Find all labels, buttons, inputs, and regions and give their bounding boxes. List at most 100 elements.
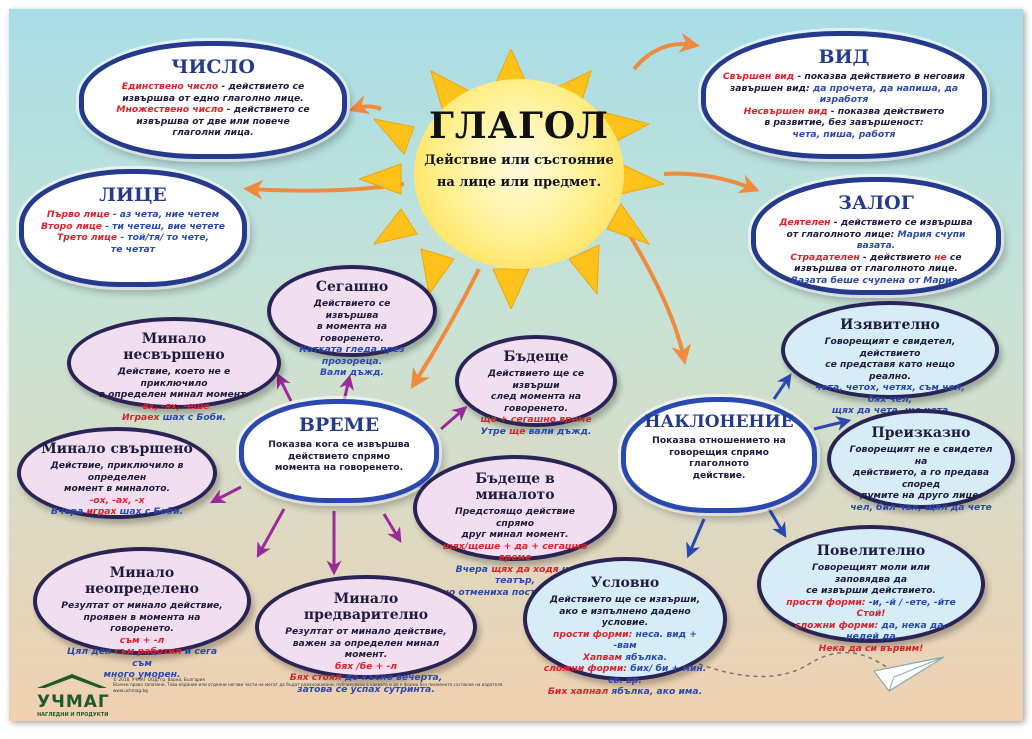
badeshte-line-1: Действието ще се извърши bbox=[487, 368, 585, 391]
litse-title: ЛИЦЕ bbox=[99, 184, 167, 206]
uslovno-line-1: Действието ще се извърши, bbox=[549, 594, 701, 605]
arrow-naklon-preizk bbox=[813, 416, 852, 431]
litse-text-2: - ти четеш, вие четете bbox=[101, 220, 225, 232]
chislo-text-3: - действието се bbox=[223, 104, 310, 115]
sun-subtitle-1: Действие или състояние bbox=[424, 153, 614, 168]
arrow-vreme-bad bbox=[440, 406, 468, 431]
arrow-vreme-neopr bbox=[256, 508, 286, 558]
litse-term-3: Трето лице bbox=[57, 232, 118, 243]
naklon-line-3: действие. bbox=[692, 469, 746, 481]
litse-text-3: - той/тя/ то чете, bbox=[117, 232, 209, 243]
min-nesv-ex-rest: шах с Боби. bbox=[159, 412, 227, 423]
povel-complex-label: сложни форми: bbox=[794, 619, 882, 631]
izyav-line-4: щях да чета, ще чета bbox=[831, 405, 949, 416]
arrow-sun-zalog bbox=[663, 171, 760, 194]
badeshte-ex-c: вали дъжд. bbox=[525, 425, 592, 437]
sega-line-1: Действието се извършва bbox=[313, 298, 391, 321]
litse-term-2: Второ лице bbox=[41, 220, 102, 232]
min-sv-line-1: Действие, приключило в определен bbox=[50, 460, 184, 483]
min-sv-ex-c: шах с Боби. bbox=[116, 506, 184, 517]
cloud-naklon: НАКЛОНЕНИЕ Показва отношението на говоре… bbox=[621, 397, 817, 513]
povel-line-6: Нека да си вървим! bbox=[818, 642, 924, 654]
oval-izyav: Изявително Говорещият е свидетел, действ… bbox=[781, 301, 999, 416]
arrows-layer bbox=[210, 32, 945, 692]
zalog-line-1: Деятелен - действието се извършва bbox=[772, 217, 980, 229]
uslovno-line-6: Бих хапнал ябълка, ако има. bbox=[541, 686, 709, 698]
zalog-line-5: Вазата беше счупена от Мария. bbox=[791, 274, 961, 286]
vreme-title: ВРЕМЕ bbox=[298, 414, 380, 436]
vid-text-2b: да прочета, да напиша, да изработя bbox=[812, 82, 959, 106]
zalog-text-1: - действието се извършва bbox=[830, 217, 973, 228]
sun-center: ГЛАГОЛ Действие или състояние на лице ил… bbox=[414, 79, 624, 269]
vid-line-5: чета, пиша, работя bbox=[792, 128, 896, 140]
povel-line-1: Говорещият моли или заповядва да bbox=[812, 562, 930, 585]
chislo-line-2: извършва от едно глаголно лице. bbox=[122, 92, 304, 104]
min-neopr-line-1: Резултат от минало действие, bbox=[61, 600, 223, 611]
logo-text: УЧМАГ bbox=[37, 692, 110, 712]
min-predv-ex-a: Бях стоял bbox=[289, 672, 342, 683]
zalog-line-4: извършва от глаголното лице. bbox=[794, 263, 958, 274]
sega-line-3: Котката гледа през прозореца. bbox=[299, 344, 405, 367]
uslovno-ex1-rest: ябълка. bbox=[622, 651, 668, 663]
arrow-sun-vreme bbox=[410, 268, 481, 390]
min-neopr-ex-c: и сега съм bbox=[132, 646, 218, 669]
min-nesv-line-3: -ех, -ях, -еше bbox=[138, 400, 210, 412]
naklon-line-2: говорещия спрямо глаголното bbox=[669, 446, 769, 470]
oval-uslovno: Условно Действието ще се извърши, ако е … bbox=[523, 557, 727, 697]
litse-line-4: те четат bbox=[110, 243, 156, 255]
paper-plane-icon bbox=[872, 656, 945, 692]
oval-segashno: Сегашно Действието се извършва в момента… bbox=[267, 265, 437, 378]
zalog-text-3c: не bbox=[934, 251, 947, 263]
bad-min-ex-a: Вчера bbox=[455, 563, 492, 575]
min-predv-line-4: Бях стоял до късно вечерта, bbox=[281, 672, 451, 684]
min-neopr-ex-b: съм работил bbox=[114, 646, 182, 657]
min-predv-ex-b: до късно вечерта, bbox=[341, 672, 443, 683]
fine-print-3: www.uchmag.bg bbox=[113, 687, 148, 693]
izyav-line-1: Говорещият е свидетел, действието bbox=[824, 336, 956, 359]
zalog-line-2: от глаголното лице: Мария счупи вазата. bbox=[772, 229, 980, 252]
badeshte-title: Бъдеще bbox=[503, 349, 569, 365]
min-neopr-line-3: съм + -л bbox=[119, 634, 165, 646]
vid-line-2: завършен вид: да прочета, да напиша, да … bbox=[722, 83, 966, 106]
povel-line-3: прости форми: -и, -й / -ете, -йте bbox=[783, 597, 959, 609]
povel-title: Повелително bbox=[816, 543, 926, 559]
uslovno-title: Условно bbox=[590, 575, 660, 591]
cloud-vid: ВИД Свършен вид - показва действието в н… bbox=[701, 31, 987, 159]
badeshte-ex-b: ще bbox=[509, 425, 526, 437]
uslovno-complex-label: сложни форми: bbox=[543, 663, 631, 674]
logo-subtext: НАГЛЕДНИ И ПРОДУКТИ bbox=[37, 712, 109, 718]
min-neopr-line-2: проявен в момента на говоренето. bbox=[83, 611, 201, 635]
naklon-line-1: Показва отношението на bbox=[652, 435, 786, 446]
sun-title: ГЛАГОЛ bbox=[428, 105, 610, 147]
bad-min-line-5: но отмениха постановката. bbox=[442, 586, 588, 598]
footer-fine-print: © 2018, УЧМАГ ООД, гр. Варна, България В… bbox=[113, 677, 573, 693]
chislo-line-3: Множествено число - действието се bbox=[100, 104, 326, 116]
litse-text-1: - аз чета, ние четем bbox=[109, 209, 220, 220]
fine-print-2: Всички права запазени. Това издание или … bbox=[113, 682, 504, 688]
oval-bad-min: Бъдеще в миналото Предстоящо действие сп… bbox=[413, 455, 617, 598]
arrow-naklon-usl bbox=[686, 518, 706, 559]
min-predv-line-5: затова се успах сутринта. bbox=[297, 683, 435, 695]
oval-badeshte: Бъдеще Действието ще се извърши след мом… bbox=[455, 335, 617, 437]
zalog-text-2a: от глаголното лице: bbox=[786, 228, 898, 240]
zalog-title: ЗАЛОГ bbox=[838, 192, 914, 214]
preizk-line-1: Говорещият не е свидетел на bbox=[849, 444, 993, 467]
vreme-line-2: действието спрямо bbox=[287, 450, 391, 462]
chislo-term-1: Единствено число bbox=[121, 81, 219, 92]
cloud-chislo: ЧИСЛО Единствено число - действието се и… bbox=[79, 41, 347, 159]
zalog-text-3d: се bbox=[946, 251, 962, 263]
bad-min-title: Бъдеще в миналото bbox=[475, 471, 555, 503]
uslovno-ex2-rest: ябълка, ако има. bbox=[608, 686, 703, 697]
badeshte-ex-a: Утре bbox=[480, 425, 510, 437]
min-predv-line-2: важен за определен минал момент. bbox=[292, 637, 440, 661]
chislo-line-1: Единствено число - действието се bbox=[100, 81, 326, 93]
oval-min-nesv: Минало несвършено Действие, което не е п… bbox=[67, 317, 281, 423]
uslovno-line-2: ако е изпълнено дадено условие. bbox=[559, 605, 691, 629]
min-sv-line-3: -ох, -ах, -х bbox=[89, 494, 145, 506]
litse-line-2: Второ лице - ти четеш, вие четете bbox=[40, 221, 226, 233]
min-neopr-ex-a: Цял ден bbox=[66, 646, 115, 657]
plane-trail bbox=[698, 652, 890, 678]
preizk-line-3: думите на друго лице. bbox=[860, 490, 982, 501]
vreme-line-3: момента на говоренето. bbox=[274, 462, 404, 473]
bad-min-line-2: друг минал момент. bbox=[461, 529, 569, 540]
